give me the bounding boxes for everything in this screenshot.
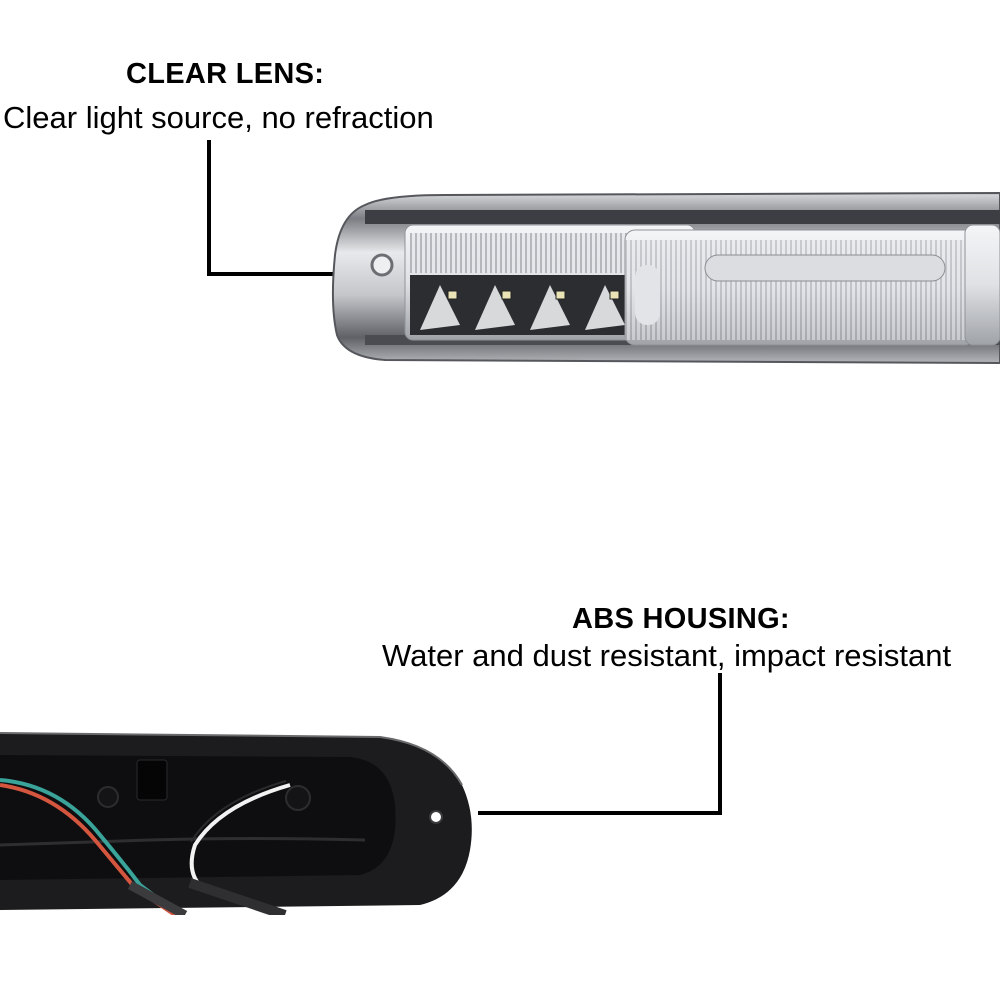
callout-leader-horizontal [207,272,337,276]
clear-lens-light-photo [331,191,1000,365]
abs-housing-title: ABS HOUSING: [572,603,790,635]
callout-leader-vertical [718,673,722,815]
abs-housing-photo [0,732,472,915]
callout-leader-horizontal [478,811,722,815]
abs-housing-description: Water and dust resistant, impact resista… [382,638,952,673]
clear-lens-description: Clear light source, no refraction [3,100,434,135]
callout-leader-vertical [207,140,211,276]
clear-lens-title: CLEAR LENS: [126,58,325,90]
